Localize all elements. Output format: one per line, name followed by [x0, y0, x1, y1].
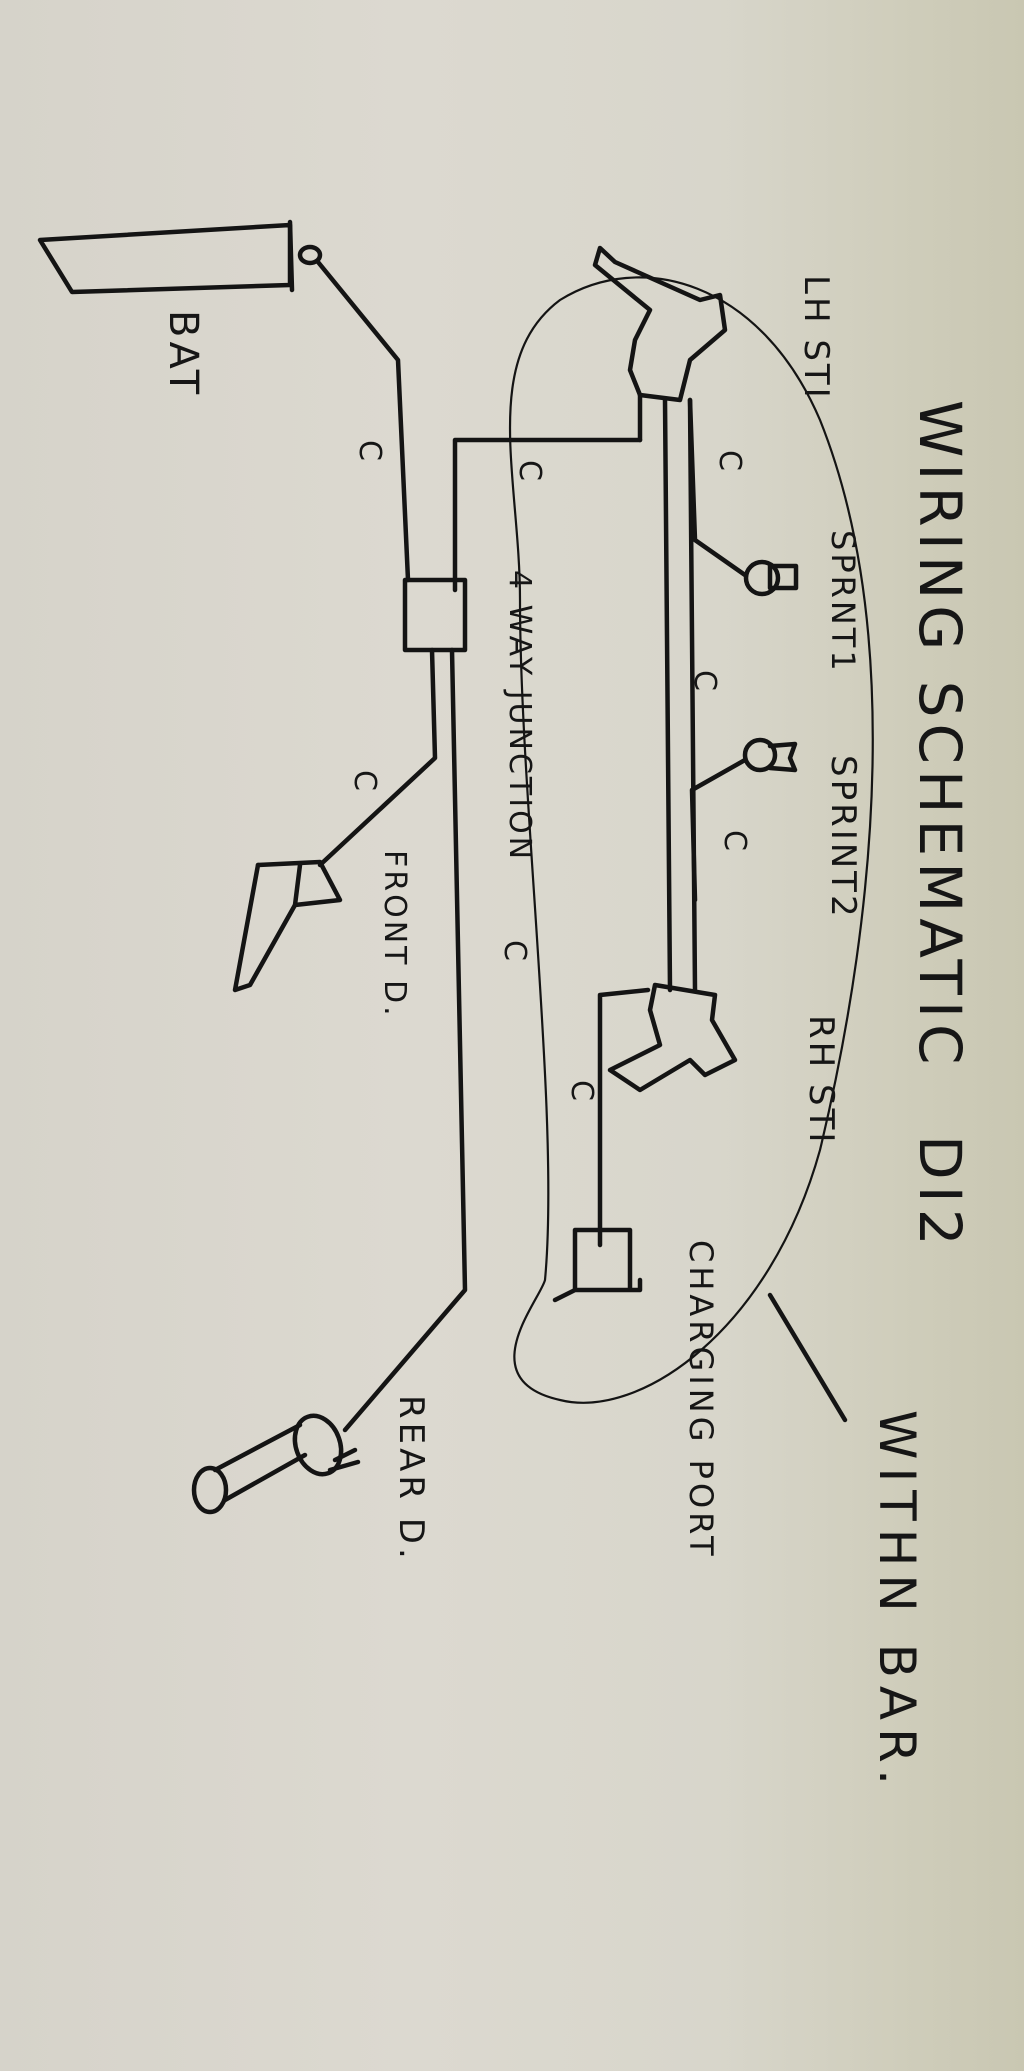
label-rh-sti: RH STI: [801, 1015, 841, 1145]
cable-junction-to-front-d: [317, 647, 438, 868]
cable-lh-to-sprint1: [687, 397, 748, 578]
cable-lh-to-junction: [452, 437, 643, 593]
label-sprint1: SPRNT1: [824, 530, 862, 674]
bar-cable-lh-to-rh: [662, 397, 673, 993]
battery: [37, 219, 323, 295]
cable-marker: C: [687, 670, 722, 691]
diagram-subtitle: WITHN BAR.: [868, 1410, 926, 1793]
diagram-title: WIRING SCHEMATIC: [906, 400, 974, 1070]
cable-marker: C: [497, 940, 532, 961]
front-derailleur: [232, 859, 343, 993]
cable-marker: C: [712, 450, 747, 471]
cable-marker: C: [512, 460, 547, 481]
label-charging-port: CHARGING PORT: [682, 1240, 720, 1560]
sprint2-switch: [742, 737, 798, 773]
cable-rh-to-charging: [597, 987, 651, 1248]
cable-markers: C C C C C C C C: [347, 440, 752, 1101]
cable-battery-to-junction: [315, 259, 411, 583]
cable-marker: C: [352, 440, 387, 461]
sprint1-switch: [743, 559, 799, 597]
rh-sti-shifter: [607, 982, 738, 1093]
diagram-model: DI2: [906, 1135, 974, 1252]
cable-marker: C: [347, 770, 382, 791]
label-sprint2: SPRINT2: [823, 755, 863, 920]
label-rear-derailleur: REAR D.: [391, 1395, 431, 1563]
pointer-line: [767, 1292, 848, 1423]
cable-marker: C: [564, 1080, 599, 1101]
charging-port: [552, 1227, 643, 1303]
lh-sti-shifter: [592, 245, 728, 443]
cable-junction-to-rear-d: [342, 647, 468, 1433]
cable-marker: C: [717, 830, 752, 851]
cable-rh-to-sprint2: [689, 757, 748, 903]
handlebar-outline: [508, 276, 874, 1404]
four-way-junction: [402, 577, 468, 653]
label-front-derailleur: FRONT D.: [377, 850, 412, 1019]
label-junction: 4 WAY JUNCTION: [502, 570, 537, 862]
label-lh-sti: LH STI: [796, 275, 836, 401]
label-battery: BAT: [160, 310, 206, 398]
rear-derailleur: [191, 1413, 361, 1515]
